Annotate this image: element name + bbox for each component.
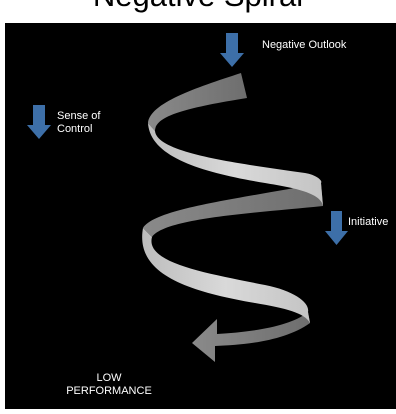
initiative-arrow-icon [325, 211, 348, 245]
diagram-panel: Negative Outlook Sense of Control Initia… [5, 23, 396, 409]
ribbon-back-segment [148, 73, 247, 131]
ribbon-back-segment [192, 312, 310, 362]
sense-of-control-line-2: Control [57, 123, 93, 135]
sense-of-control-label: Sense of Control [57, 110, 100, 136]
spiral-graphic [27, 33, 348, 362]
low-performance-label: LOW PERFORMANCE [64, 372, 154, 398]
sense-of-control-arrow-icon [27, 105, 51, 139]
ribbon-front-segment [142, 228, 310, 323]
low-performance-line-1: LOW [96, 372, 122, 384]
sense-of-control-line-1: Sense of [57, 110, 101, 122]
ribbon-front-segment [148, 123, 323, 206]
low-performance-line-2: PERFORMANCE [66, 385, 152, 397]
diagram-title: Negative Spiral [0, 0, 396, 14]
negative-outlook-label: Negative Outlook [262, 39, 347, 51]
negative-outlook-arrow-icon [220, 33, 244, 67]
ribbon-back-segment [143, 183, 323, 237]
initiative-label: Initiative [348, 216, 389, 228]
